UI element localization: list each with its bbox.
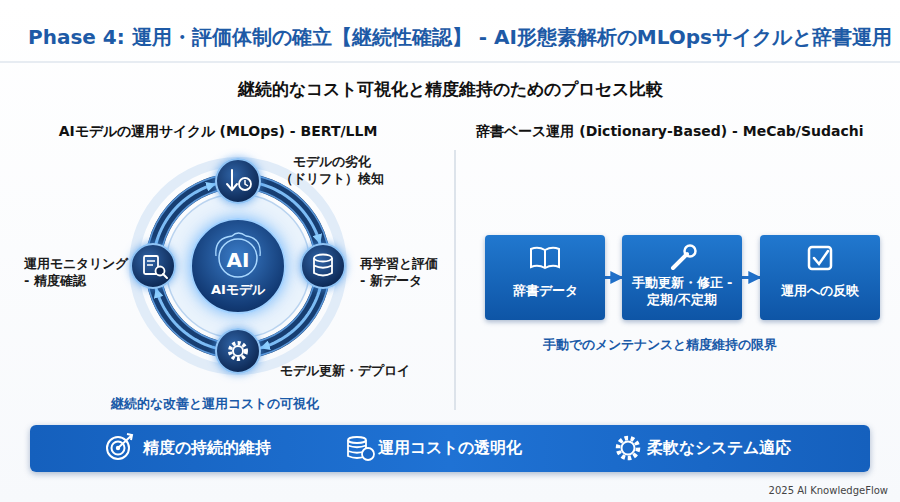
title-rule (0, 61, 900, 63)
document-lines (147, 261, 155, 265)
box-label: 運用への反映 (760, 283, 880, 300)
section-divider (454, 150, 456, 410)
cycle-step-circle: モデル更新・デプロイ (215, 328, 261, 374)
book-icon (531, 248, 559, 268)
flow-arrow (605, 276, 622, 279)
drift-icon (227, 170, 237, 190)
process-box: 運用への反映 (760, 235, 880, 320)
summary-band: 精度の持続的維持運用コストの透明化 柔軟なシステム適応 (30, 425, 870, 472)
flow-arrow (742, 276, 760, 279)
footer-note: 2025 AI KnowledgeFlow (700, 484, 888, 497)
page-title: Phase 4: 運用・評価体制の確立【継続性確認】 - AI形態素解析のMLO… (28, 24, 892, 50)
database-icon (314, 255, 332, 262)
target-icon (107, 437, 129, 459)
document-icon (144, 256, 158, 274)
cycle-step-circle: 運用モニタリング - 精度確認 (130, 243, 176, 289)
benefit-label: 柔軟なシステム適応 (647, 438, 867, 459)
section-caption: 手動でのメンテナンスと精度維持の限界 (460, 337, 860, 354)
cycle-ring (153, 181, 323, 351)
coin-icon (362, 448, 374, 460)
ring-inner-fill (166, 194, 310, 338)
step-label: 再学習と評価 - 新データ (360, 256, 430, 290)
process-box: 手動更新・修正 -定期/不定期 (622, 235, 742, 320)
benefit-label: 運用コストの透明化 (378, 438, 598, 459)
target-arrow (118, 434, 132, 448)
ai-ring (219, 239, 257, 277)
target-icon (116, 446, 120, 450)
benefit-label: 精度の持続的維持 (143, 438, 363, 459)
database-icon (314, 258, 332, 276)
section-heading: AIモデルの運用サイクル (MLOps) - BERT/LLM (18, 122, 418, 140)
coins-icon (348, 437, 366, 443)
step-label: モデル更新・デプロイ (280, 363, 450, 380)
clock-icon (239, 178, 251, 190)
box-label: 手動更新・修正 -定期/不定期 (627, 275, 737, 309)
step-label: 運用モニタリング - 精度確認 (24, 256, 104, 290)
ring-inner-line (160, 188, 316, 344)
subtitle: 継続的なコスト可視化と精度維持のためのプロセス比較 (0, 78, 900, 100)
checkbox-icon (809, 247, 831, 269)
section-heading: 辞書ベース運用 (Dictionary-Based) - MeCab/Sudac… (470, 122, 870, 140)
process-box: 辞書データ (485, 235, 605, 320)
cycle-step-circle: モデルの劣化 （ドリフト）検知 (215, 158, 261, 204)
gear-icon (233, 346, 243, 356)
wrench-icon (673, 254, 687, 268)
check-mark (814, 251, 828, 264)
brain-outline (216, 233, 260, 256)
gear-icon (618, 438, 638, 458)
cycle-step-circle: 再学習と評価 - 新データ (300, 243, 346, 289)
ai-core-circle: AI AIモデル (190, 218, 286, 314)
section-caption: 継続的な改善と運用コストの可視化 (15, 396, 415, 413)
gear-icon (230, 343, 246, 359)
target-icon (112, 442, 125, 455)
step-label: モデルの劣化 （ドリフト）検知 (267, 154, 397, 188)
coins-icon (348, 440, 366, 458)
box-label: 辞書データ (485, 283, 605, 300)
magnifier-handle (163, 274, 167, 278)
clock-hands (245, 180, 248, 186)
gear-icon (622, 442, 635, 455)
core-label: AI (192, 247, 284, 273)
wrench-head (685, 246, 696, 257)
core-label: AIモデル (192, 282, 284, 299)
magnifier-icon (156, 267, 165, 276)
